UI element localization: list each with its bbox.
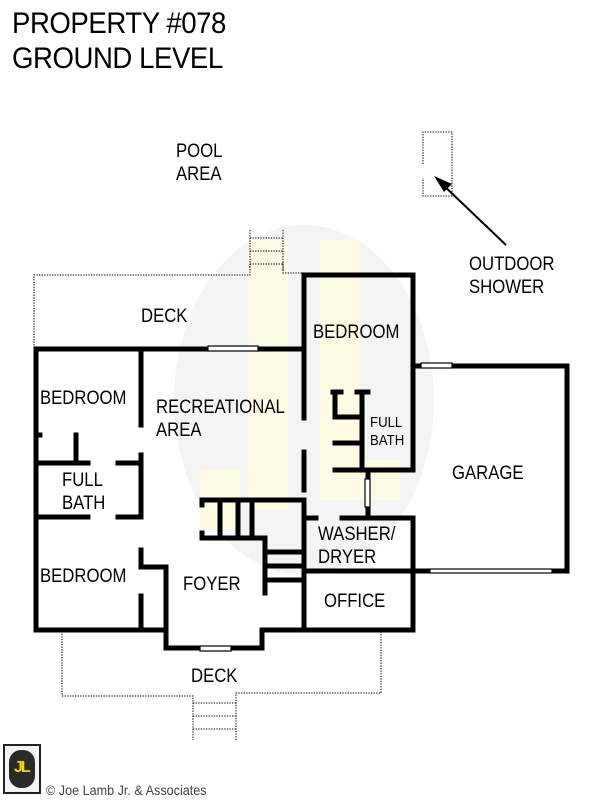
label-line: AREA xyxy=(156,420,202,441)
page-title-property: PROPERTY #078 xyxy=(12,7,226,40)
dotted-outlines xyxy=(33,131,453,740)
room-label-deck-front: DECK xyxy=(191,665,237,688)
label-line: FOYER xyxy=(183,574,241,595)
label-line: BEDROOM xyxy=(313,322,400,343)
company-logo: JL xyxy=(3,744,41,794)
copyright-text: © Joe Lamb Jr. & Associates xyxy=(46,782,207,798)
label-line: DECK xyxy=(191,666,238,687)
logo-text: JL xyxy=(14,759,31,776)
label-line: OUTDOOR xyxy=(469,254,555,275)
label-line: SHOWER xyxy=(469,277,545,298)
room-label-bedroom-left-top: BEDROOM xyxy=(40,387,126,410)
room-label-office: OFFICE xyxy=(324,590,385,613)
room-label-outdoor-shower: OUTDOOR SHOWER xyxy=(469,253,554,299)
room-label-deck-rear: DECK xyxy=(141,305,187,328)
label-line: POOL xyxy=(176,141,223,162)
label-line: WASHER/ xyxy=(318,524,396,545)
label-line: AREA xyxy=(176,164,222,185)
page-title-level: GROUND LEVEL xyxy=(12,42,223,75)
label-line: DRYER xyxy=(318,547,377,568)
label-line: RECREATIONAL xyxy=(156,397,285,418)
logo-badge: JL xyxy=(9,750,35,788)
room-label-garage: GARAGE xyxy=(452,462,524,485)
room-label-full-bath-right: FULL BATH xyxy=(370,414,404,450)
label-line: FULL xyxy=(370,414,403,431)
room-label-recreational-area: RECREATIONAL AREA xyxy=(156,396,285,442)
room-label-pool-area: POOL AREA xyxy=(176,140,222,186)
windows xyxy=(199,345,553,652)
label-line: OFFICE xyxy=(324,591,386,612)
label-line: BEDROOM xyxy=(40,566,127,587)
label-line: BATH xyxy=(62,493,106,514)
label-line: DECK xyxy=(141,306,188,327)
room-label-bedroom-left-bottom: BEDROOM xyxy=(40,565,126,588)
walls xyxy=(33,272,570,651)
footer: JL © Joe Lamb Jr. & Associates xyxy=(0,744,300,800)
label-line: BATH xyxy=(370,432,405,449)
label-line: BEDROOM xyxy=(40,388,127,409)
label-line: GARAGE xyxy=(452,463,524,484)
outdoor-shower-arrow xyxy=(434,176,507,246)
room-label-foyer: FOYER xyxy=(183,573,241,596)
label-line: FULL xyxy=(62,470,103,491)
room-label-washer-dryer: WASHER/ DRYER xyxy=(318,523,395,569)
room-label-full-bath-left: FULL BATH xyxy=(62,469,105,515)
room-label-bedroom-right: BEDROOM xyxy=(313,321,399,344)
